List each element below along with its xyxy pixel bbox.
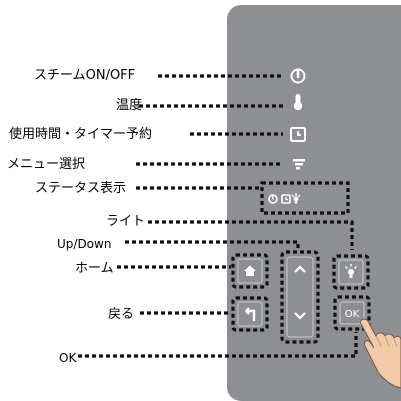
back-button[interactable] [237,301,263,327]
home-icon [244,265,256,276]
label-menu: メニュー選択 [7,157,86,172]
bulb-icon [345,264,357,278]
label-status: ステータス表示 [35,181,127,196]
leader-status [136,181,350,215]
chevron-down-icon [294,312,306,320]
label-timer: 使用時間・タイマー予約 [9,127,153,142]
leader-light [148,220,354,250]
power-icon[interactable] [290,68,306,84]
hand-pointer-icon [359,318,401,389]
menu-icon[interactable] [293,159,305,170]
key-frame-back [231,296,269,332]
chevron-up-icon [294,265,306,273]
key-frame-updown [280,250,320,344]
status-icons [268,193,301,204]
label-light: ライト [106,214,146,229]
label-steam: スチームON/OFF [34,68,136,83]
label-temp: 温度 [116,98,143,113]
light-button[interactable] [338,259,364,285]
ok-button[interactable]: OK [339,301,365,325]
leader-ok [78,332,358,358]
ok-key-text: OK [345,309,360,320]
label-home: ホーム [75,261,114,276]
updown-button[interactable] [286,256,314,338]
label-ok: OK [59,351,77,365]
label-back: 戻る [108,307,135,322]
leader-updown [125,240,300,250]
home-button[interactable] [237,258,263,284]
key-frame-ok [333,295,371,331]
key-frame-home [231,253,269,289]
clock-icon[interactable] [290,127,306,142]
key-frame-light [332,254,370,290]
back-arrow-icon [245,307,256,321]
thermometer-icon[interactable] [293,94,303,111]
label-updown: Up/Down [57,237,112,251]
